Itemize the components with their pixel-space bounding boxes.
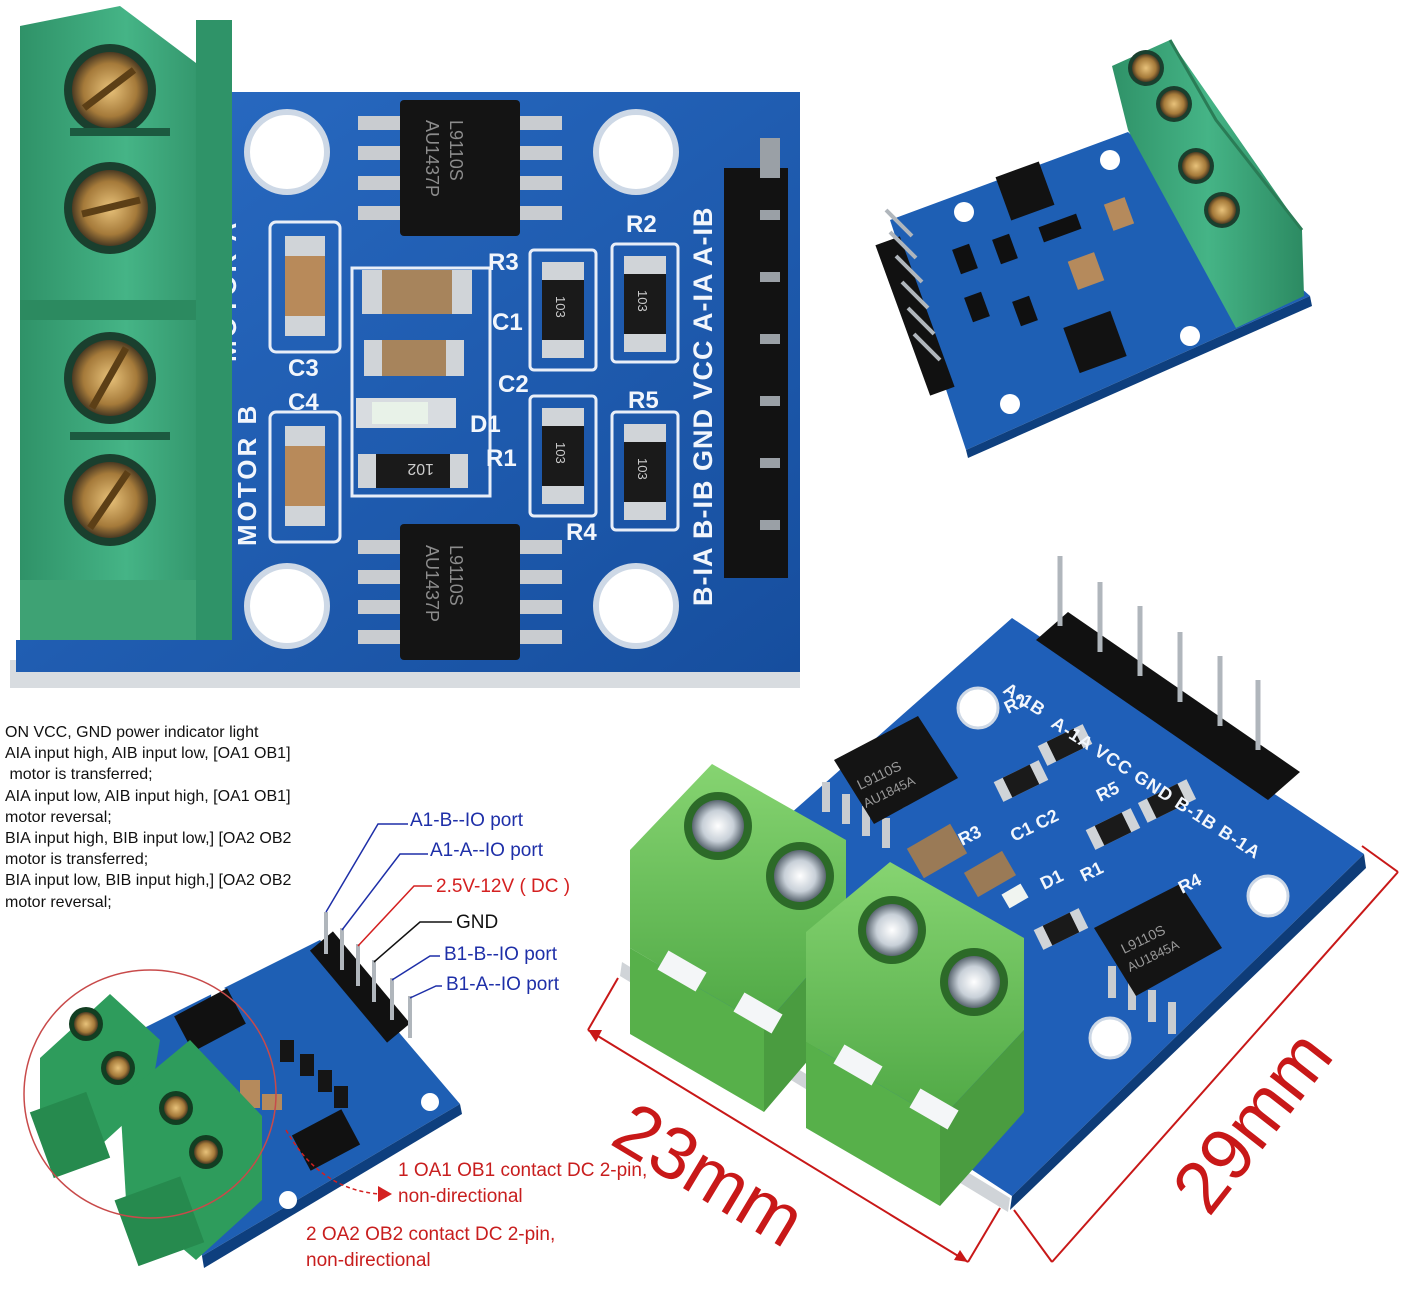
- pin-label-vcc: 2.5V-12V ( DC ): [436, 876, 571, 897]
- description-line: motor is transferred;: [5, 766, 153, 784]
- svg-text:A-1A VCC GND B-1B B-1A: A-1A VCC GND B-1B B-1A: [1048, 713, 1265, 863]
- description-line: motor reversal;: [5, 893, 112, 911]
- description-line: motor reversal;: [5, 808, 112, 826]
- svg-text:L9110S: L9110S: [446, 545, 466, 606]
- svg-text:L9110S: L9110S: [446, 120, 466, 181]
- svg-text:B-IA B-IB GND VCC A-IA A-IB: B-IA B-IB GND VCC A-IA A-IB: [688, 207, 718, 606]
- contact-note-1-line1: 1 OA1 OB1 contact DC 2-pin,: [398, 1160, 648, 1181]
- svg-text:102: 102: [407, 460, 434, 477]
- svg-text:103: 103: [635, 458, 650, 480]
- contact-note-2: 2 OA2 OB2 contact DC 2-pin, non-directio…: [306, 1222, 555, 1274]
- pin-label-b1-a: B1-A--IO port: [446, 974, 559, 995]
- svg-text:MOTOR A: MOTOR A: [212, 220, 242, 362]
- contact-note-2-line2: non-directional: [306, 1250, 431, 1271]
- svg-text:MOTOR B: MOTOR B: [232, 403, 262, 546]
- contact-note-2-line1: 2 OA2 OB2 contact DC 2-pin,: [306, 1224, 556, 1245]
- svg-text:103: 103: [635, 290, 650, 312]
- contact-note-1-line2: non-directional: [398, 1186, 523, 1207]
- description-line: AIA input high, AIB input low, [OA1 OB1]: [5, 745, 291, 763]
- svg-text:C1: C1: [492, 309, 523, 336]
- svg-text:R1: R1: [486, 445, 517, 472]
- svg-text:R2: R2: [626, 211, 657, 238]
- svg-text:R4: R4: [566, 519, 597, 546]
- pin-label-a1-b: A1-B--IO port: [410, 810, 523, 831]
- description-line: BIA input low, BIB input high,] [OA2 OB2: [5, 872, 292, 890]
- svg-text:C4: C4: [288, 389, 319, 416]
- svg-text:103: 103: [553, 442, 568, 464]
- small-board-angled: [875, 39, 1312, 458]
- small-board-pinout: [23, 912, 462, 1268]
- svg-text:AU1437P: AU1437P: [422, 545, 442, 622]
- pin-label-a1-a: A1-A--IO port: [430, 840, 543, 861]
- description-line: BIA input high, BIB input low,] [OA2 OB2: [5, 830, 292, 848]
- svg-text:AU1845A: AU1845A: [1125, 937, 1182, 975]
- svg-text:R5: R5: [628, 387, 659, 414]
- svg-text:L9110S: L9110S: [1118, 922, 1167, 957]
- dimension-height: 29mm: [1156, 1014, 1349, 1229]
- svg-text:C2: C2: [498, 371, 529, 398]
- svg-text:D1: D1: [1037, 866, 1066, 894]
- description-line: motor is transferred;: [5, 851, 149, 869]
- pin-label-gnd: GND: [456, 912, 499, 933]
- svg-text:R5: R5: [1093, 778, 1122, 806]
- svg-text:R3: R3: [488, 249, 519, 276]
- contact-note-1: 1 OA1 OB1 contact DC 2-pin, non-directio…: [398, 1158, 647, 1210]
- svg-text:C3: C3: [288, 355, 319, 382]
- svg-text:D1: D1: [470, 411, 501, 438]
- description-line: AIA input low, AIB input high, [OA1 OB1]: [5, 787, 291, 805]
- svg-text:A-1B: A-1B: [1000, 679, 1049, 721]
- svg-text:C1 C2: C1 C2: [1007, 805, 1062, 845]
- svg-text:AU1845A: AU1845A: [861, 773, 918, 811]
- function-description: ON VCC, GND power indicator light AIA in…: [5, 722, 291, 913]
- svg-text:AU1437P: AU1437P: [422, 120, 442, 197]
- dimension-width: 23mm: [599, 1085, 819, 1263]
- svg-text:L9110S: L9110S: [854, 758, 903, 793]
- svg-text:103: 103: [553, 296, 568, 318]
- svg-text:R1: R1: [1077, 858, 1106, 886]
- svg-text:R4: R4: [1175, 870, 1204, 898]
- svg-text:R3: R3: [955, 822, 984, 850]
- pin-label-b1-b: B1-B--IO port: [444, 944, 557, 965]
- svg-text:R2: R2: [1001, 690, 1030, 718]
- description-line: ON VCC, GND power indicator light: [5, 724, 259, 741]
